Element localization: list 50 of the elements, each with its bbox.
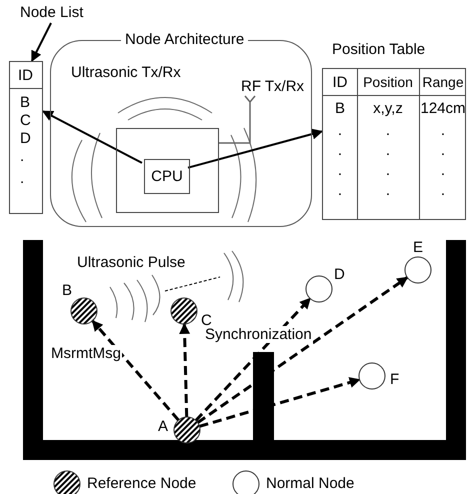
dashed-arrow [199, 377, 361, 428]
component-label: Ultrasonic Tx/Rx [71, 65, 181, 80]
table-entry: 124cm [419, 101, 467, 116]
list-entry: C [20, 113, 31, 128]
component-label: RF Tx/Rx [241, 79, 304, 94]
node-letter: A [158, 419, 168, 434]
annotation: Synchronization [204, 326, 313, 343]
table-entry: . [384, 143, 392, 158]
table-entry: . [336, 123, 344, 138]
node-letter: F [390, 372, 400, 387]
dashed-arrow [196, 276, 408, 424]
dashed-arrow [194, 297, 312, 422]
table-entry: B [334, 101, 346, 116]
arrow [188, 128, 324, 169]
table-entry: . [384, 163, 392, 178]
dashed-arrow [179, 322, 190, 418]
list-title: Node List [20, 5, 84, 20]
table-entry: . [440, 163, 446, 178]
list-entry: D [20, 131, 31, 146]
node-letter: B [62, 283, 72, 298]
column-header: ID [332, 75, 348, 90]
table-title: Position Table [332, 42, 426, 57]
list-entry: . [20, 171, 24, 186]
cpu-box: CPU [144, 159, 190, 194]
legend-text: Reference Node [87, 476, 196, 491]
edge-label: MsrmtMsg [50, 345, 122, 362]
column-header: ID [18, 68, 33, 83]
dashed-arrow [91, 320, 180, 422]
node-letter: C [201, 313, 212, 328]
legend-text: Normal Node [266, 476, 354, 491]
list-entry: . [20, 149, 24, 164]
column-header: Range [421, 75, 465, 89]
frame-title: Node Architecture [121, 32, 248, 47]
list-entry: B [20, 95, 30, 110]
table-entry: . [384, 183, 392, 198]
table-entry: . [440, 123, 446, 138]
arrow [42, 110, 142, 164]
arrow [30, 22, 52, 62]
column-header: Position [362, 75, 414, 89]
table-entry: . [336, 143, 344, 158]
node-letter: D [334, 267, 345, 282]
table-entry: . [384, 123, 392, 138]
module-box [116, 128, 219, 213]
node-list-table [9, 61, 43, 214]
table-entry: . [440, 143, 446, 158]
node-letter: E [413, 240, 424, 255]
table-entry: . [336, 163, 344, 178]
table-entry: . [336, 183, 344, 198]
table-entry: x,y,z [372, 101, 404, 116]
table-entry: . [440, 183, 446, 198]
